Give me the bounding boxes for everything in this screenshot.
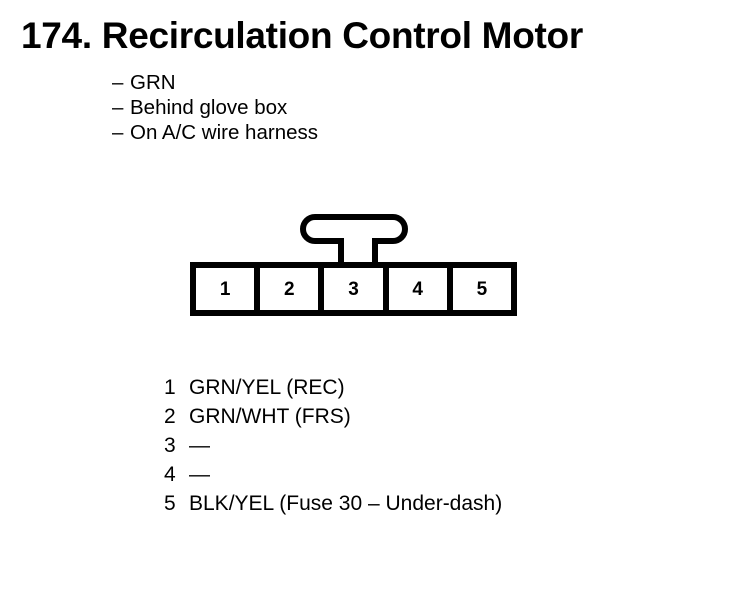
notes-list: –GRN –Behind glove box –On A/C wire harn…	[112, 70, 318, 145]
pin-number: 5	[164, 492, 176, 515]
note-item: –On A/C wire harness	[112, 120, 318, 145]
connector-body: 1 2 3 4 5	[190, 262, 517, 316]
page-title: 174. Recirculation Control Motor	[21, 15, 583, 56]
pin-number: 4	[164, 463, 176, 486]
locking-tab-neck-left	[338, 238, 344, 264]
pin-number: 1	[164, 376, 176, 399]
dash-marker: –	[112, 121, 124, 144]
dash-marker: –	[112, 96, 124, 119]
dash-marker: –	[112, 71, 124, 94]
pin-legend-row: 5 BLK/YEL (Fuse 30 – Under-dash)	[164, 489, 502, 518]
connector-cell-3: 3	[324, 268, 389, 310]
pin-number: 3	[164, 434, 176, 457]
pin-legend: 1 GRN/YEL (REC) 2 GRN/WHT (FRS) 3 — 4 — …	[164, 373, 502, 518]
note-item: –Behind glove box	[112, 95, 318, 120]
locking-tab-gap	[344, 236, 372, 246]
note-label: On A/C wire harness	[130, 121, 318, 144]
connector-diagram: 1 2 3 4 5	[190, 214, 520, 318]
pin-value: —	[189, 463, 210, 486]
pin-legend-row: 4 —	[164, 460, 502, 489]
pin-value: BLK/YEL (Fuse 30 – Under-dash)	[189, 492, 503, 515]
pin-number: 2	[164, 405, 176, 428]
connector-cell-1: 1	[196, 268, 261, 310]
pin-value: GRN/WHT (FRS)	[189, 405, 351, 428]
pin-value: GRN/YEL (REC)	[189, 376, 345, 399]
connector-cell-2: 2	[260, 268, 325, 310]
pin-value: —	[189, 434, 210, 457]
connector-cell-4: 4	[388, 268, 453, 310]
note-label: Behind glove box	[130, 96, 288, 119]
pin-legend-row: 1 GRN/YEL (REC)	[164, 373, 502, 402]
pin-legend-row: 3 —	[164, 431, 502, 460]
pin-legend-row: 2 GRN/WHT (FRS)	[164, 402, 502, 431]
note-item: –GRN	[112, 70, 318, 95]
locking-tab-neck-right	[372, 238, 378, 264]
connector-cell-5: 5	[452, 268, 512, 310]
note-label: GRN	[130, 71, 176, 94]
